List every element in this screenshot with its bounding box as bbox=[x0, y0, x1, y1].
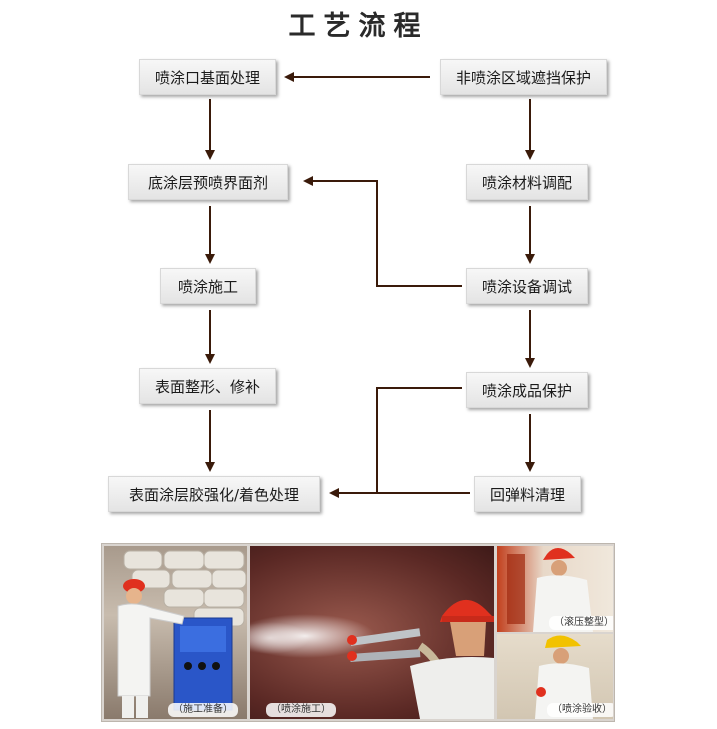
arrow-r4-bracket bbox=[376, 387, 462, 493]
step-material-mixing: 喷涂材料调配 bbox=[466, 164, 588, 200]
step-primer-spray: 底涂层预喷界面剂 bbox=[128, 164, 288, 200]
caption-spraying: （喷涂施工） bbox=[266, 703, 336, 717]
prep-scene bbox=[117, 550, 247, 718]
step-surface-shaping: 表面整形、修补 bbox=[139, 368, 276, 404]
step-rebound-cleanup: 回弹料清理 bbox=[474, 476, 581, 512]
spray-scene bbox=[250, 599, 494, 719]
step-base-treatment: 喷涂口基面处理 bbox=[139, 59, 276, 95]
photo-inspection: （喷涂验收） bbox=[497, 634, 613, 719]
caption-rolling: （滚压整型） bbox=[549, 616, 613, 630]
caption-preparation: （施工准备） bbox=[168, 703, 238, 717]
step-spray-construction: 喷涂施工 bbox=[160, 268, 256, 304]
photo-rolling: （滚压整型） bbox=[497, 546, 613, 632]
caption-inspection: （喷涂验收） bbox=[547, 703, 613, 717]
helmet bbox=[440, 599, 494, 622]
step-product-protection: 喷涂成品保护 bbox=[466, 372, 588, 408]
step-masking-protection: 非喷涂区域遮挡保护 bbox=[440, 59, 607, 95]
worker-figure bbox=[117, 579, 185, 718]
photo-preparation: （施工准备） bbox=[104, 546, 247, 719]
photo-spraying: （喷涂施工） bbox=[250, 546, 494, 719]
step-equipment-debug: 喷涂设备调试 bbox=[466, 268, 588, 304]
step-surface-coating: 表面涂层胶强化/着色处理 bbox=[108, 476, 320, 512]
page-title: 工艺流程 bbox=[288, 11, 429, 42]
arrow-r3-to-l2 bbox=[303, 176, 462, 287]
